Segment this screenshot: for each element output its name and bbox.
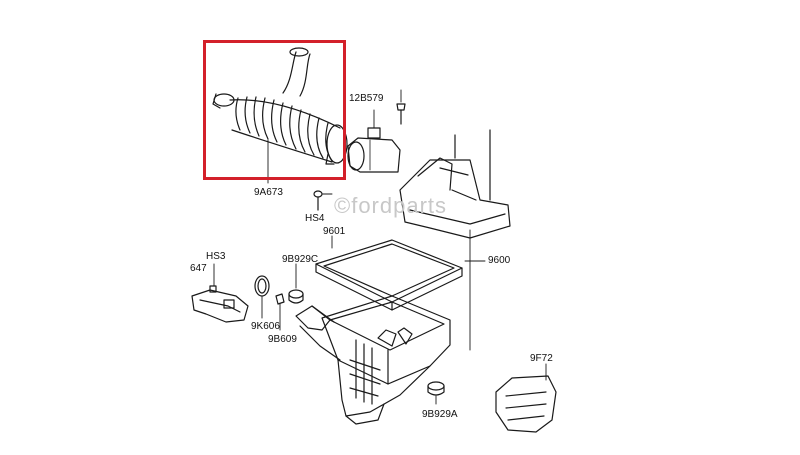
part-label-9600: 9600 (488, 255, 511, 266)
intake-hose-drawing (212, 47, 348, 184)
grommet-9b929c-drawing (288, 263, 304, 304)
maf-sensor-drawing (347, 109, 401, 173)
grommet-9b929a-drawing (427, 381, 445, 405)
bracket-drawing (191, 263, 249, 323)
highlight-box (203, 40, 346, 180)
part-label-hs4: HS4 (305, 213, 325, 224)
clip-9b609-drawing (275, 293, 285, 331)
part-label-hs3: HS3 (206, 251, 226, 262)
ring-9k606-drawing (254, 275, 270, 319)
leader-9600 (464, 229, 486, 351)
part-label-9a673: 9A673 (254, 187, 283, 198)
watermark-text: ©fordparts (334, 193, 448, 218)
part-label-9b609: 9B609 (268, 334, 297, 345)
air-filter-drawing (315, 235, 463, 311)
part-label-12b579: 12B579 (349, 93, 384, 104)
part-label-9k606: 9K606 (251, 321, 280, 332)
right-edge-part-drawing (495, 363, 557, 433)
lower-housing-drawing (295, 295, 451, 425)
part-label-9b929a: 9B929A (422, 409, 458, 420)
part-label-9f72: 9F72 (530, 353, 553, 364)
air-cleaner-cover-drawing (399, 129, 511, 239)
part-label-9601: 9601 (323, 226, 346, 237)
bolt-drawing (396, 89, 406, 125)
part-label-647: 647 (190, 263, 207, 274)
hs4-screw-drawing (313, 190, 333, 211)
part-label-9b929c: 9B929C (282, 254, 319, 265)
